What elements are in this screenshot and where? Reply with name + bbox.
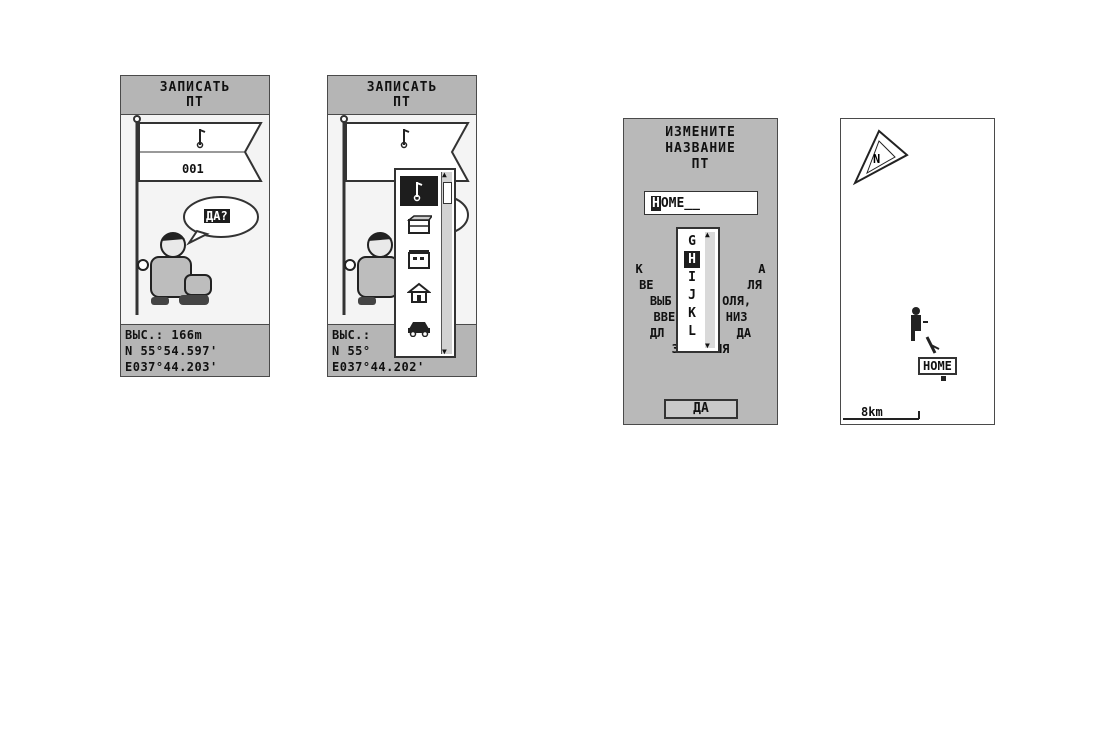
instruction-line: ВЫБ ОЛЯ,: [649, 294, 752, 308]
walker-icon: [925, 336, 940, 354]
char-option[interactable]: G: [688, 234, 696, 249]
instruction-line: ВВЕ НИЗ: [653, 310, 748, 324]
scroll-down-icon[interactable]: ▼: [442, 347, 447, 356]
altitude-text: ВЫС.:: [332, 328, 371, 342]
char-option[interactable]: I: [688, 270, 696, 285]
flag-illustration: [133, 115, 263, 315]
car-icon[interactable]: [400, 312, 438, 342]
char-scrollbar[interactable]: ▲ ▼: [705, 230, 715, 350]
symbol-picker[interactable]: ▲ ▼: [394, 168, 456, 358]
ok-button[interactable]: ДА: [664, 399, 738, 419]
scroll-up-icon[interactable]: ▲: [442, 170, 447, 179]
mark-waypoint-screen: ЗАПИСАТЬ ПТ 001: [120, 75, 270, 377]
person-icon: [137, 232, 212, 305]
north-arrow-icon: [852, 129, 909, 186]
title-line-1: ИЗМЕНИТЕ: [665, 125, 736, 140]
scrollbar-thumb[interactable]: [443, 182, 452, 204]
person-position-icon: [911, 307, 928, 341]
name-field[interactable]: H OME__: [644, 191, 758, 215]
instruction-line: К А: [635, 262, 766, 276]
title-line-2: ПТ: [393, 95, 411, 110]
scroll-up-icon[interactable]: ▲: [705, 230, 710, 239]
name-cursor-char[interactable]: H: [651, 195, 661, 211]
waypoint-illustration: 001 ДА?: [121, 115, 269, 323]
waypoint-marker-icon[interactable]: [941, 376, 946, 381]
page-title: ЗАПИСАТЬ ПТ: [121, 76, 269, 115]
page-title: ИЗМЕНИТЕ НАЗВАНИЕ ПТ: [624, 125, 777, 173]
title-line-1: ЗАПИСАТЬ: [366, 80, 438, 95]
home-waypoint-label[interactable]: HOME: [918, 357, 957, 375]
latitude-text: N 55°: [332, 344, 371, 358]
house-icon[interactable]: [400, 278, 438, 308]
char-option-selected[interactable]: H: [684, 251, 700, 268]
person-icon: [344, 232, 399, 305]
position-info: ВЫС.: 166m N 55°54.597' E037°44.203': [121, 324, 269, 376]
name-rest: OME__: [660, 195, 700, 211]
page-title: ЗАПИСАТЬ ПТ: [328, 76, 476, 115]
symbol-picker-screen: ЗАПИСАТЬ ПТ ВЫС.: N 55° E037°44.2: [327, 75, 477, 377]
edit-name-screen: ИЗМЕНИТЕ НАЗВАНИЕ ПТ H OME__ К А ВЕ ЛЯ В…: [623, 118, 778, 425]
instruction-line: ВЕ ЛЯ: [639, 278, 762, 292]
instruction-line: ДЛ ДА: [649, 326, 752, 340]
title-line-1: ЗАПИСАТЬ: [159, 80, 231, 95]
longitude-text: E037°44.202': [332, 360, 425, 374]
picker-scrollbar[interactable]: ▲ ▼: [441, 170, 452, 356]
char-option[interactable]: J: [688, 288, 696, 303]
scale-label: 8km: [861, 405, 883, 419]
map-canvas[interactable]: N: [841, 119, 994, 424]
flag-icon[interactable]: [400, 176, 438, 206]
confirm-prompt[interactable]: ДА?: [204, 209, 230, 223]
char-option[interactable]: L: [688, 324, 696, 339]
longitude-text: E037°44.203': [125, 360, 218, 374]
latitude-text: N 55°54.597': [125, 344, 218, 358]
waypoint-number: 001: [182, 162, 204, 176]
title-line-2: НАЗВАНИЕ: [665, 141, 736, 156]
box-icon[interactable]: [400, 210, 438, 240]
char-option[interactable]: K: [688, 306, 696, 321]
flag-symbol-icon: [400, 129, 410, 149]
north-label: N: [873, 152, 880, 166]
scroll-down-icon[interactable]: ▼: [705, 341, 710, 350]
building-icon[interactable]: [400, 244, 438, 274]
title-line-3: ПТ: [691, 157, 710, 172]
character-picker[interactable]: G H I J K L ▲ ▼: [676, 227, 720, 353]
flag-symbol-icon: [196, 129, 206, 149]
title-line-2: ПТ: [186, 95, 204, 110]
altitude-text: ВЫС.: 166m: [125, 328, 203, 342]
map-screen: N HOME 8km: [840, 118, 995, 425]
